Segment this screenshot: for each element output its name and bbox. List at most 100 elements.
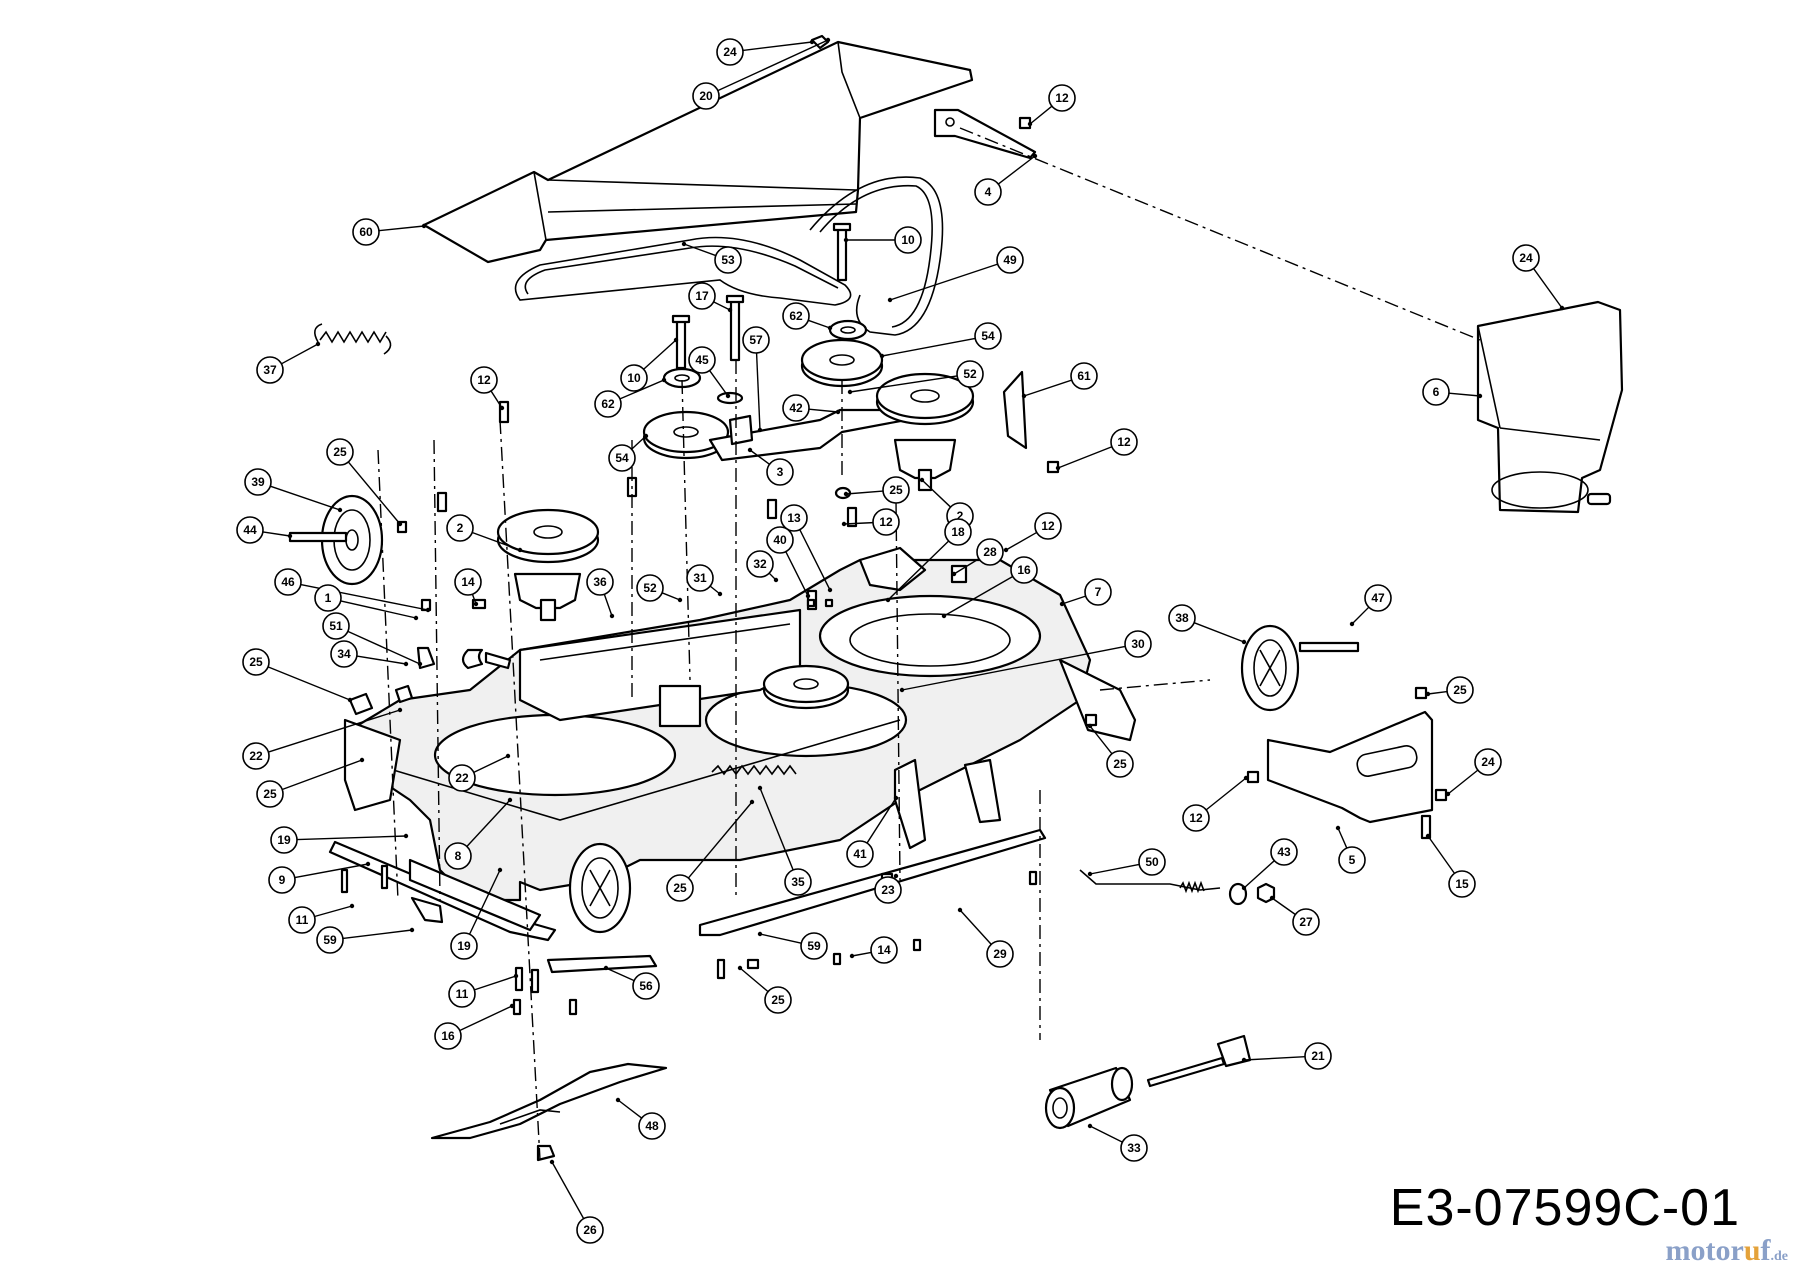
callout-circle (688, 346, 716, 374)
callout-pointer (417, 661, 423, 667)
callout-pointer (1269, 895, 1275, 901)
callout-42: 42 (782, 394, 841, 422)
callout-label: 43 (1277, 845, 1291, 859)
callout-leader (617, 1099, 643, 1119)
callout-51: 51 (322, 612, 423, 667)
callout-label: 22 (249, 749, 263, 763)
callout-circle (434, 1022, 462, 1050)
callout-leader (270, 485, 341, 511)
bolt-10-left (671, 314, 691, 370)
callout-41: 41 (846, 795, 899, 868)
callout-2: 2 (446, 514, 523, 553)
callout-label: 25 (1113, 757, 1127, 771)
callout-leader (759, 933, 802, 944)
callout-circle (782, 394, 810, 422)
callout-54: 54 (879, 322, 1002, 359)
callout-circle (326, 438, 354, 466)
callout-label: 22 (455, 771, 469, 785)
callout-pointer (841, 521, 847, 527)
callout-25: 25 (1087, 723, 1134, 778)
callout-leader (473, 755, 509, 774)
callout-label: 24 (1519, 251, 1533, 265)
callout-52: 52 (636, 574, 683, 603)
blade-48 (430, 1062, 668, 1140)
callout-label: 6 (1433, 385, 1440, 399)
callout-label: 25 (771, 993, 785, 1007)
callout-pointer (941, 613, 947, 619)
callout-circle (874, 876, 902, 904)
spindle-right (875, 372, 975, 492)
baffle-61 (1002, 370, 1028, 450)
callout-label: 48 (645, 1119, 659, 1133)
callout-label: 24 (723, 45, 737, 59)
callout-label: 50 (1145, 855, 1159, 869)
idler-arm (708, 408, 908, 462)
callout-circle (1364, 584, 1392, 612)
callout-label: 20 (699, 89, 713, 103)
callout-circle (316, 926, 344, 954)
callout-leader (1193, 622, 1245, 643)
callout-circle (746, 550, 774, 578)
callout-pointer (1087, 1123, 1093, 1129)
callout-pointer (951, 571, 957, 577)
callout-pointer (1087, 871, 1093, 877)
callout-31: 31 (686, 564, 723, 597)
callout-label: 37 (263, 363, 277, 377)
callout-label: 26 (583, 1223, 597, 1237)
callout-leader (1023, 379, 1072, 397)
callout-label: 13 (787, 511, 801, 525)
callout-leader (808, 319, 831, 329)
callout-label: 25 (889, 483, 903, 497)
callout-label: 5 (1349, 853, 1356, 867)
callout-label: 39 (251, 475, 265, 489)
callout-circle (742, 326, 770, 354)
callout-pointer (507, 797, 513, 803)
callout-leader (296, 835, 407, 841)
callout-22: 22 (242, 707, 403, 770)
callout-25: 25 (666, 799, 755, 902)
callout-pointer (643, 433, 649, 439)
callout-22: 22 (448, 753, 511, 792)
callout-43: 43 (1241, 838, 1298, 891)
callout-leader (1205, 777, 1247, 811)
callout-circle (764, 986, 792, 1014)
callout-circle (1106, 750, 1134, 778)
callout-62: 62 (594, 377, 667, 418)
callout-25: 25 (737, 965, 792, 1014)
callout-circle (956, 360, 984, 388)
callout-15: 15 (1425, 833, 1476, 898)
callout-circle (870, 936, 898, 964)
callout-circle (636, 574, 664, 602)
gauge-wheel-front (568, 842, 632, 934)
callout-pointer (609, 613, 615, 619)
callout-leader (294, 863, 369, 879)
callout-56: 56 (603, 965, 660, 1000)
callout-leader (314, 905, 353, 918)
callout-leader (887, 540, 950, 601)
callout-circle (782, 302, 810, 330)
callout-label: 3 (777, 465, 784, 479)
callout-59: 59 (757, 931, 828, 960)
callout-circle (268, 866, 296, 894)
callout-pointer (1243, 775, 1249, 781)
idler-pulley-54-top (800, 338, 884, 388)
callout-label: 12 (1189, 811, 1203, 825)
callout-label: 54 (615, 451, 629, 465)
callout-pointer (497, 867, 503, 873)
callout-leader (1061, 595, 1086, 605)
callout-pointer (349, 903, 355, 909)
callout-circle (594, 390, 622, 418)
callout-circle (256, 780, 284, 808)
callout-leader (843, 521, 874, 525)
callout-label: 27 (1299, 915, 1313, 929)
callout-circle (1474, 748, 1502, 776)
callout-leader (474, 975, 517, 991)
callout-circle (716, 38, 744, 66)
callout-pointer (1087, 723, 1093, 729)
callout-circle (352, 218, 380, 246)
callout-label: 29 (993, 947, 1007, 961)
callout-circle (1110, 428, 1138, 456)
callout-leader (901, 645, 1126, 691)
callout-circle (274, 568, 302, 596)
